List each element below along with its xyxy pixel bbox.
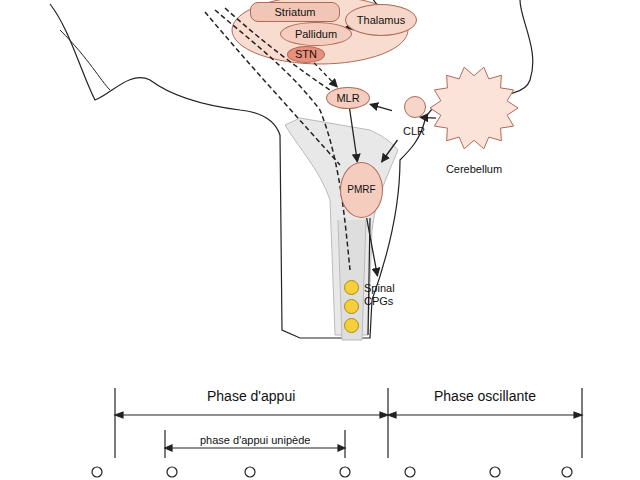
clr-circle bbox=[404, 96, 426, 118]
gait-brackets bbox=[115, 388, 582, 458]
cpg-circle bbox=[344, 299, 359, 314]
node-label: Thalamus bbox=[357, 14, 405, 27]
stn-ellipse: STN bbox=[287, 46, 325, 63]
spinal-cpgs-node: Spinal CPGs bbox=[340, 276, 426, 336]
mlr-ellipse: MLR bbox=[326, 87, 370, 109]
walker-heads bbox=[92, 467, 572, 477]
node-label: Pallidum bbox=[295, 28, 337, 41]
phase-label: Phase d'appui bbox=[204, 388, 298, 404]
pallidum-ellipse: Pallidum bbox=[280, 22, 352, 46]
pmrf-ellipse: PMRF bbox=[340, 162, 383, 218]
thalamus-ellipse: Thalamus bbox=[345, 4, 417, 36]
node-label: MLR bbox=[336, 92, 359, 105]
phase-label: Phase oscillante bbox=[431, 388, 539, 404]
cpg-circle bbox=[344, 318, 359, 333]
pathway-arrow bbox=[370, 104, 392, 110]
pathway-arrow bbox=[350, 109, 358, 162]
pathway-arrow bbox=[382, 140, 398, 162]
cpg-circle bbox=[344, 280, 359, 295]
cortico-reticular-dashed bbox=[205, 12, 340, 165]
node-label: Spinal CPGs bbox=[364, 282, 408, 307]
clr-node: CLR bbox=[392, 94, 436, 140]
node-label: Cerebellum bbox=[420, 163, 528, 176]
phase-label: phase d'appui unipède bbox=[197, 434, 313, 446]
node-label: PMRF bbox=[347, 184, 375, 196]
cerebellum-node: Cerebellum bbox=[420, 62, 528, 178]
spinal-cord bbox=[338, 220, 366, 340]
brain-outline bbox=[50, 0, 533, 338]
node-label: Striatum bbox=[275, 6, 316, 19]
cerebellum-shape bbox=[424, 62, 524, 154]
cortico-spinal-dashed bbox=[215, 10, 350, 270]
node-label: CLR bbox=[392, 125, 436, 138]
pathway-arrow bbox=[314, 63, 337, 87]
node-label: STN bbox=[295, 48, 317, 61]
striatum-box: Striatum bbox=[250, 2, 340, 22]
pathway-arrow bbox=[367, 218, 378, 276]
pathway-arrow bbox=[420, 117, 436, 119]
cortex-line bbox=[60, 30, 110, 90]
